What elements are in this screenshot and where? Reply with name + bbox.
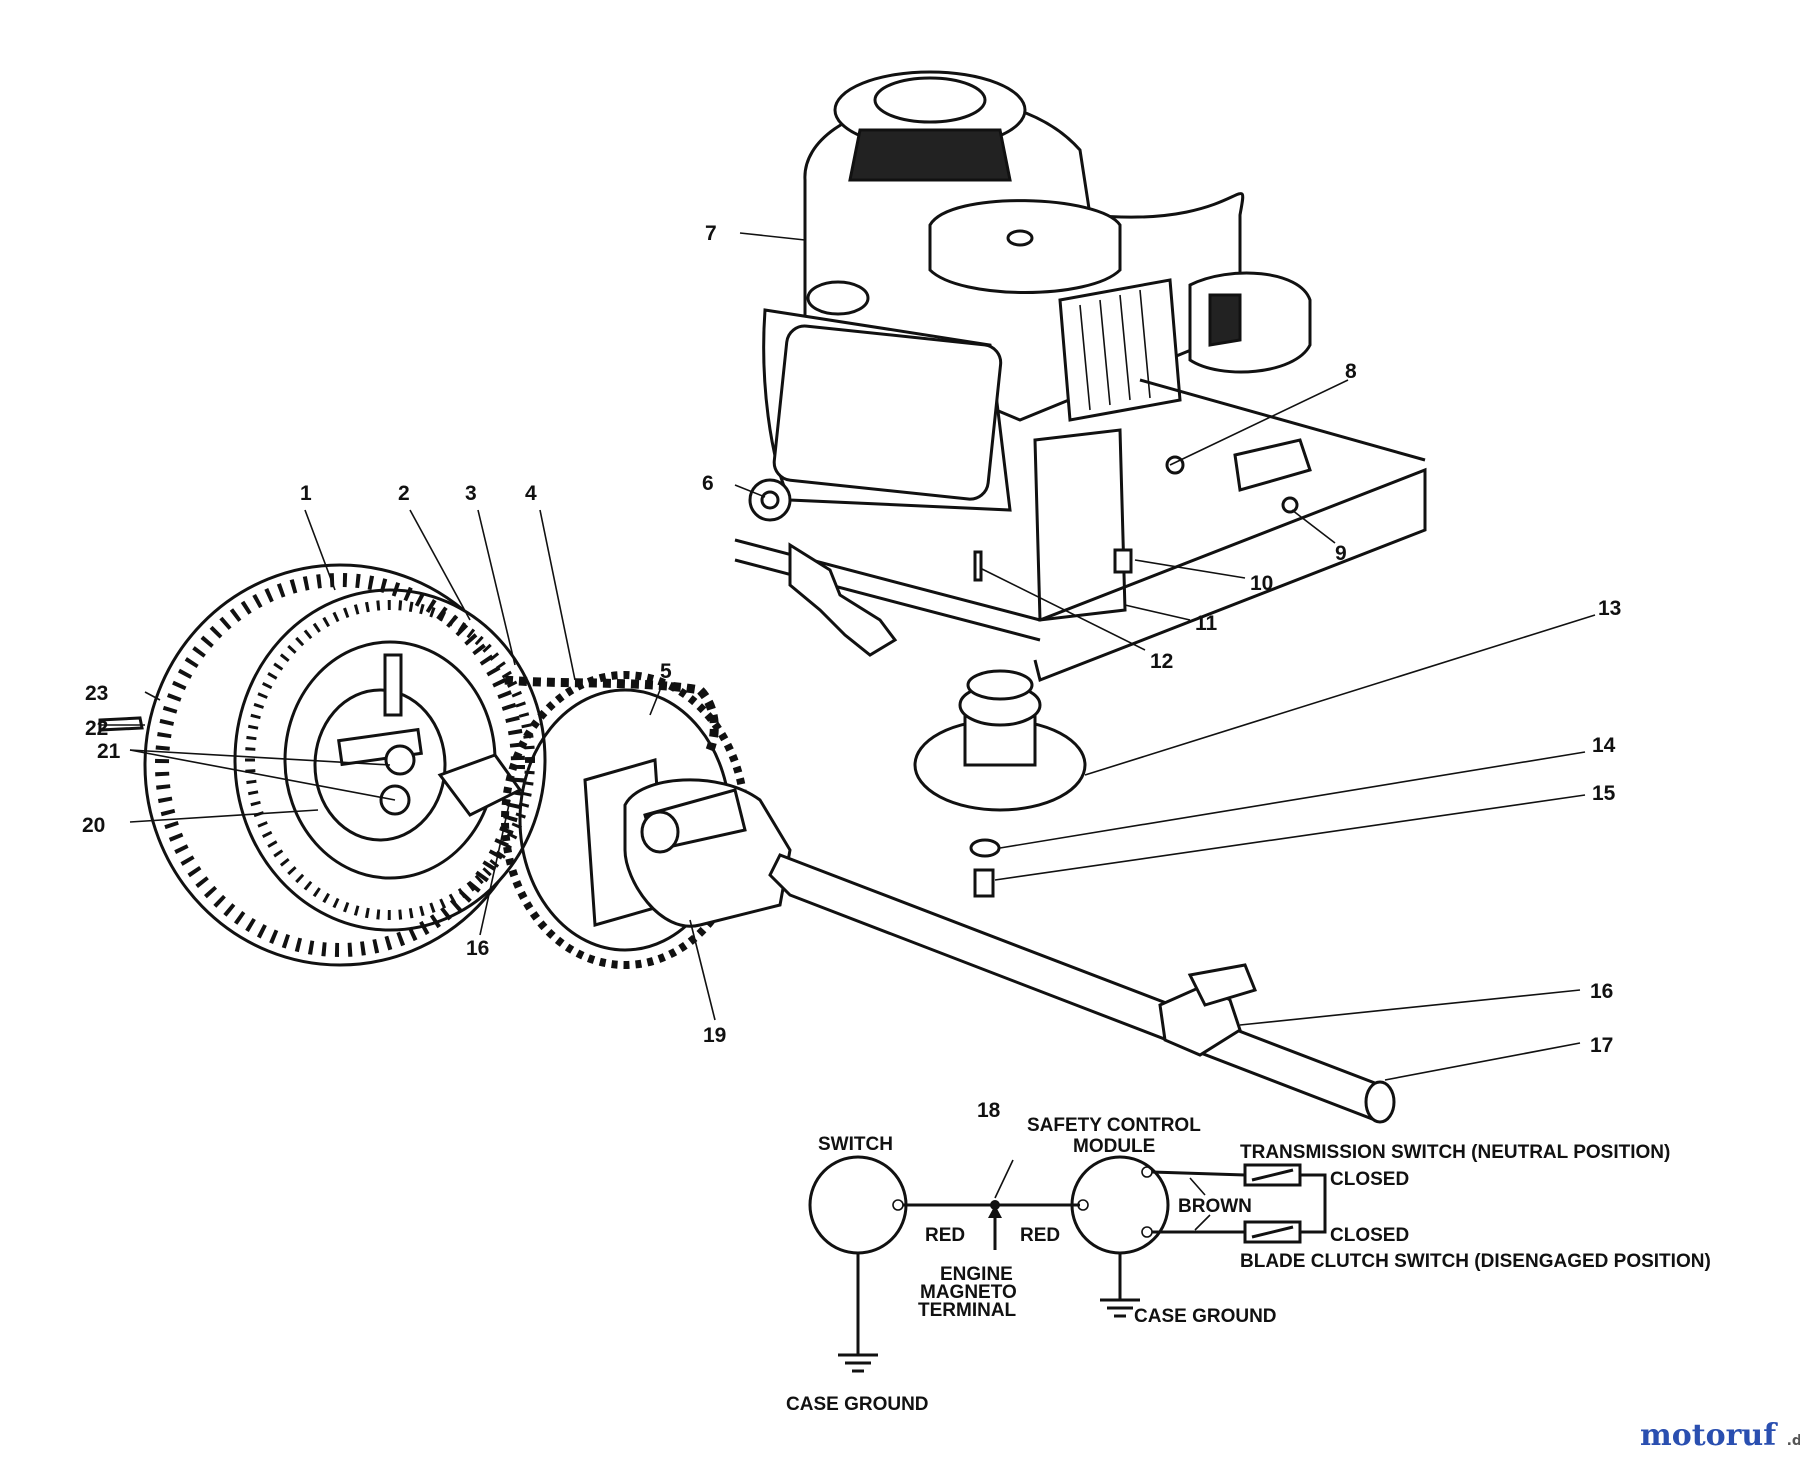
callout-11: 11: [1195, 612, 1218, 635]
wiring-diagram: SWITCH CASE GROUND RED RED ENGINE MAGNET…: [786, 1115, 1711, 1415]
wire-brown: BROWN: [1178, 1196, 1252, 1217]
callout-7: 7: [705, 222, 717, 245]
wire-red-left: RED: [925, 1225, 965, 1246]
transmission-switch-label: TRANSMISSION SWITCH (NEUTRAL POSITION): [1240, 1142, 1670, 1163]
switch-label: SWITCH: [818, 1134, 893, 1155]
engine-magneto-label-3: TERMINAL: [918, 1300, 1017, 1321]
callout-2: 2: [398, 482, 410, 505]
callout-15: 15: [1592, 782, 1616, 805]
watermark-suffix: .de: [1787, 1433, 1800, 1449]
module-label-2: MODULE: [1073, 1136, 1155, 1157]
callout-22: 22: [85, 717, 108, 740]
module-label-1: SAFETY CONTROL: [1027, 1115, 1201, 1136]
blade-clutch-switch-label: BLADE CLUTCH SWITCH (DISENGAGED POSITION…: [1240, 1251, 1711, 1272]
closed-label-bottom: CLOSED: [1330, 1225, 1409, 1246]
callout-21: 21: [97, 740, 121, 763]
callout-1: 1: [300, 482, 312, 505]
callout-13: 13: [1598, 597, 1621, 620]
callout-20: 20: [82, 814, 105, 837]
callout-5: 5: [660, 660, 672, 683]
callout-16-left: 16: [466, 937, 489, 960]
watermark-main: motoruf: [1640, 1418, 1778, 1453]
callout-12: 12: [1150, 650, 1173, 673]
callout-17: 17: [1590, 1034, 1613, 1057]
callout-16-right: 16: [1590, 980, 1613, 1003]
svg-text:motoruf .de: motoruf .de: [1640, 1418, 1800, 1453]
callout-19: 19: [703, 1024, 726, 1047]
callout-numbers: 1 2 3 4 5 6 7 8 9 10 11 12 13 14 15 16 1…: [82, 222, 1621, 1122]
closed-label-top: CLOSED: [1330, 1169, 1409, 1190]
engine-magneto-label-1: ENGINE: [940, 1264, 1013, 1285]
case-ground-right-label: CASE GROUND: [1134, 1306, 1277, 1327]
callout-leaders: [100, 232, 1596, 1081]
switch-symbol: [808, 1155, 908, 1255]
wire-red-right: RED: [1020, 1225, 1060, 1246]
watermark-logo: motoruf .de: [1640, 1418, 1800, 1453]
transmission-axle-illustration: [583, 758, 1396, 1124]
engine-magneto-label-2: MAGNETO: [920, 1282, 1017, 1303]
callout-6: 6: [702, 472, 714, 495]
callout-9: 9: [1335, 542, 1347, 565]
engine-illustration: [734, 70, 1427, 898]
callout-14: 14: [1592, 734, 1616, 757]
callout-8: 8: [1345, 360, 1357, 383]
callout-18: 18: [977, 1099, 1001, 1122]
callout-3: 3: [465, 482, 477, 505]
wheel-illustration: [98, 563, 547, 967]
callout-4: 4: [525, 482, 537, 505]
case-ground-left-label: CASE GROUND: [786, 1394, 929, 1415]
callout-23: 23: [85, 682, 108, 705]
callout-10: 10: [1250, 572, 1273, 595]
